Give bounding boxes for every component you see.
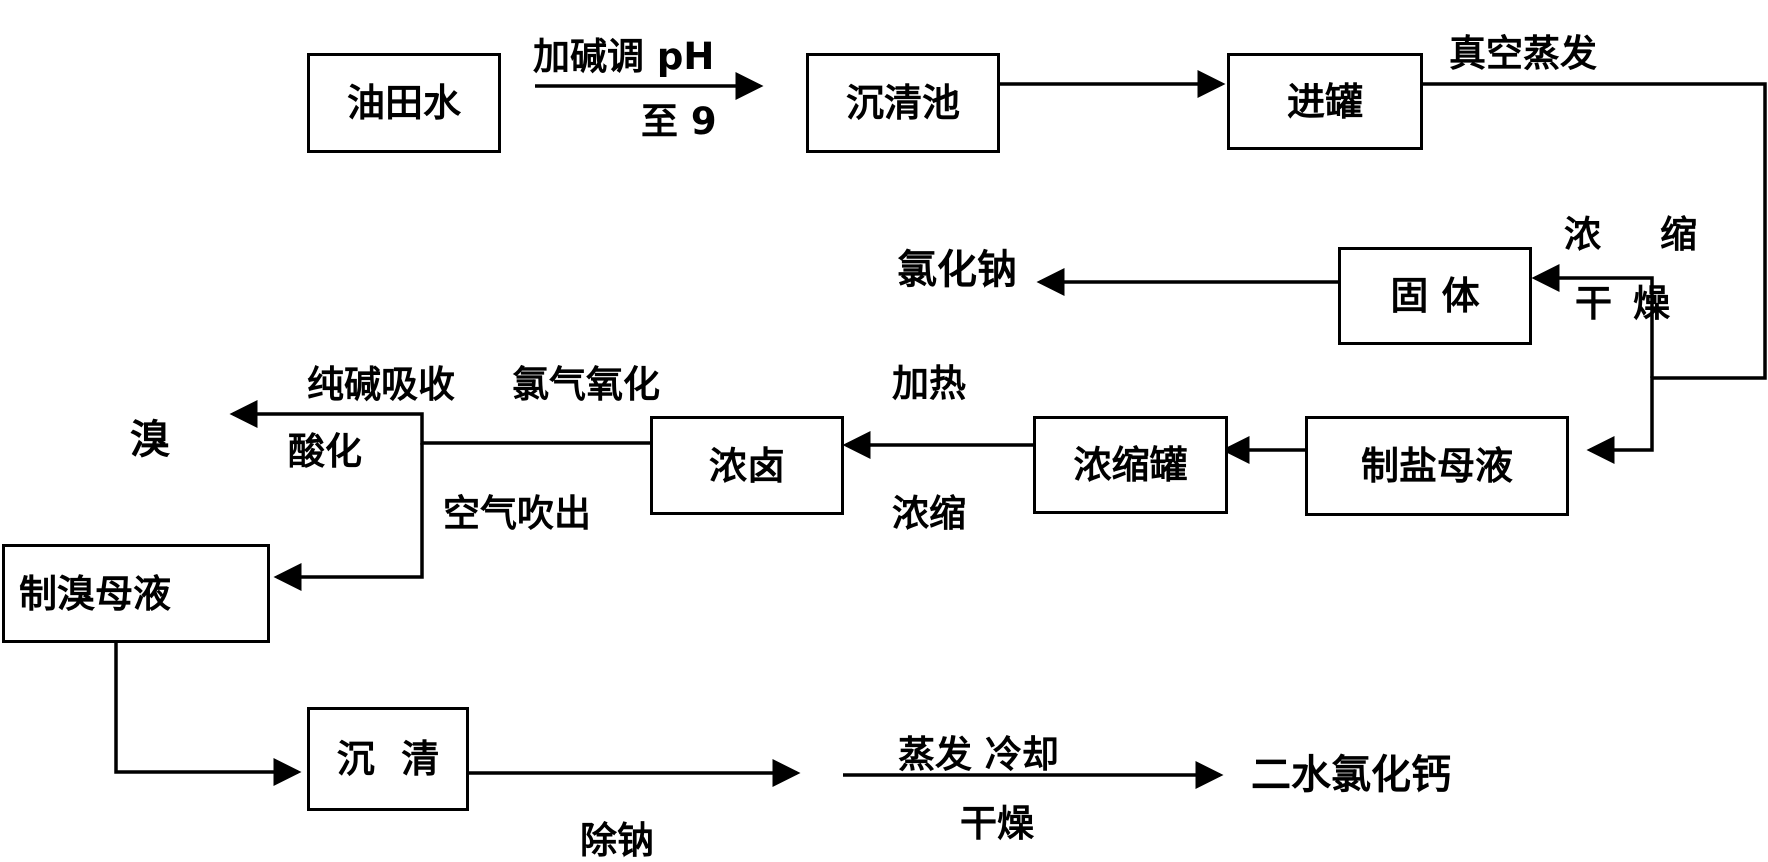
- node-concentrated-brine: 浓卤: [650, 416, 844, 515]
- node-label: 浓缩罐: [1073, 443, 1188, 487]
- label-concentrate-char2: 缩: [1660, 213, 1697, 256]
- connector-bromine-liquor-to-clarify: [114, 643, 302, 786]
- node-label: 制盐母液: [1360, 444, 1513, 488]
- label-chlorine-oxidation: 氯气氧化: [512, 363, 660, 406]
- label-to-ph9: 至 9: [641, 100, 717, 143]
- label-concentrate-char1: 浓: [1564, 213, 1601, 256]
- node-tank-inlet: 进罐: [1227, 53, 1423, 150]
- label-dry-char2: 燥: [1633, 282, 1670, 325]
- node-label: 进罐: [1286, 79, 1363, 124]
- node-bromine-mother-liquor: 制溴母液: [2, 544, 270, 643]
- node-label: 沉清池: [845, 81, 960, 125]
- label-concentrate: 浓缩: [892, 492, 966, 535]
- connector-brine-to-bromine: [229, 400, 650, 445]
- label-acidify: 酸化: [288, 430, 362, 473]
- node-label: 沉 清: [336, 737, 440, 781]
- label-add-alkali: 加碱调 pH: [533, 35, 715, 78]
- node-label: 浓卤: [708, 443, 785, 488]
- node-label: 油田水: [346, 81, 461, 125]
- label-evaporate-cool: 蒸发 冷却: [898, 733, 1059, 776]
- label-dry: 干燥: [960, 802, 1034, 845]
- node-label: 固 体: [1390, 274, 1480, 318]
- connector-vacuum-evaporation: [1423, 82, 1767, 464]
- label-heat: 加热: [892, 362, 966, 405]
- label-dry-char1: 干: [1575, 282, 1612, 325]
- node-oilfield-water: 油田水: [307, 53, 501, 153]
- node-solid: 固 体: [1338, 247, 1532, 345]
- label-air-blowout: 空气吹出: [443, 492, 591, 535]
- node-salt-mother-liquor: 制盐母液: [1305, 416, 1569, 516]
- product-bromine: 溴: [130, 417, 170, 463]
- connector-to-bromine-mother-liquor: [273, 443, 424, 591]
- node-concentration-tank: 浓缩罐: [1033, 416, 1228, 514]
- node-settling-tank: 沉清池: [806, 53, 1000, 153]
- node-clarify: 沉 清: [307, 707, 469, 811]
- label-vacuum-evaporation: 真空蒸发: [1449, 32, 1597, 75]
- node-label: 制溴母液: [19, 571, 172, 616]
- label-remove-sodium: 除钠: [580, 819, 654, 862]
- label-soda-absorption: 纯碱吸收: [307, 363, 455, 406]
- product-sodium-chloride: 氯化钠: [897, 247, 1017, 293]
- product-calcium-chloride-dihydrate: 二水氯化钙: [1251, 752, 1451, 798]
- connector-to-solid: [1531, 264, 1654, 378]
